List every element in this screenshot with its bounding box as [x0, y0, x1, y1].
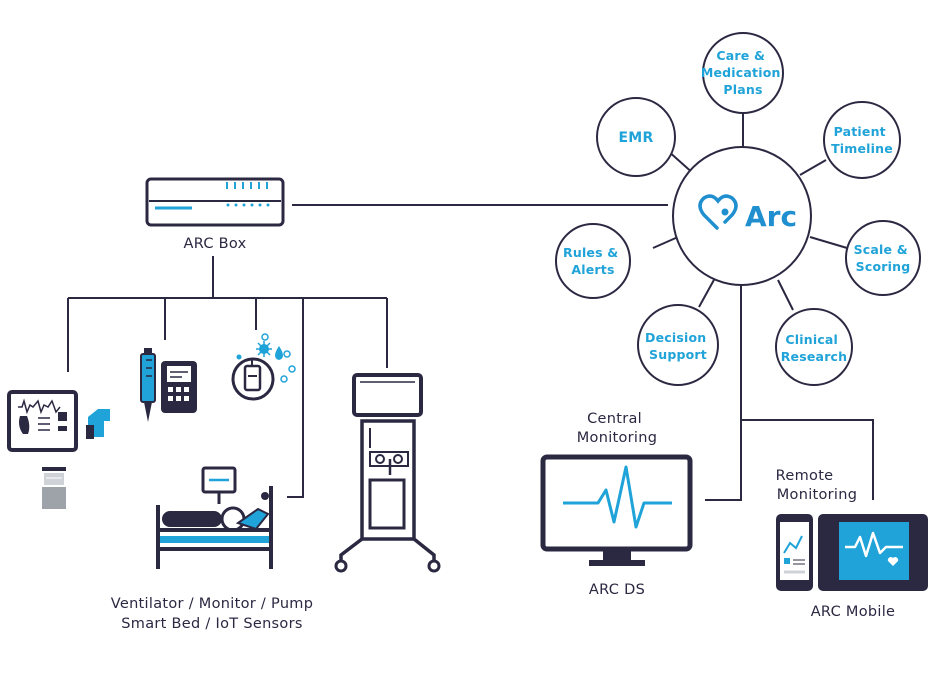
svg-text:Clinical Research: Clinical Research [781, 332, 848, 364]
node-scale-scoring: Scale & Scoring [845, 220, 921, 296]
arc-box-label: ARC Box [183, 236, 246, 252]
remote-monitoring-label-line2: Monitoring [777, 487, 858, 503]
mobile-devices-icon [776, 514, 928, 591]
decision-support-line1: Decision [645, 330, 706, 345]
care-plans-line2: Medication [701, 65, 781, 80]
devices-label-line1: Ventilator / Monitor / Pump [111, 596, 313, 612]
node-rules-alerts: Rules & Alerts [555, 223, 631, 299]
node-emr: EMR [596, 97, 676, 177]
central-monitoring-label-line2: Monitoring [577, 430, 658, 446]
connector-to-bed [287, 298, 304, 498]
scale-scoring-line1: Scale & [854, 242, 908, 257]
devices-label-line2: Smart Bed / IoT Sensors [121, 616, 302, 632]
svg-text:Scale & Scoring: Scale & Scoring [854, 242, 913, 274]
patient-timeline-line1: Patient [834, 124, 886, 139]
care-plans-line3: Plans [723, 82, 762, 97]
svg-text:Remote Monitoring: Remote Monitoring [776, 468, 858, 503]
spoke-scale-scoring [809, 236, 848, 249]
svg-text:Care & Medication: Care & Medication Plans [701, 48, 785, 97]
clinical-research-line2: Research [781, 349, 848, 364]
rules-alerts-line1: Rules & [563, 245, 618, 260]
patient-timeline-line2: Timeline [831, 141, 893, 156]
svg-text:Central Monitoring: Central Monitoring [577, 411, 658, 446]
svg-text:Rules & Alerts: Rules & Alerts [563, 245, 623, 277]
arc-mobile-label: ARC Mobile [811, 604, 896, 620]
node-decision-support: Decision Support [637, 304, 719, 386]
arc-ds-label: ARC DS [589, 582, 645, 598]
emr-line1: EMR [619, 130, 654, 146]
care-plans-line1: Care & [716, 48, 765, 63]
hub-brand-label: Arc [745, 200, 797, 233]
spoke-clinical-research [777, 279, 794, 311]
patient-monitor-icon [7, 390, 110, 509]
svg-text:Patient Timeline: Patient Timeline [831, 124, 893, 156]
network-box-icon [145, 177, 285, 227]
svg-text:Decision Support: Decision Support [645, 330, 711, 362]
central-monitoring-label-line1: Central [587, 411, 642, 427]
spoke-rules-alerts [652, 236, 679, 249]
scale-scoring-line2: Scoring [856, 259, 911, 274]
node-care-plans: Care & Medication Plans [701, 32, 785, 114]
rules-alerts-line2: Alerts [571, 262, 614, 277]
clinical-research-line1: Clinical [785, 332, 838, 347]
heart-stethoscope-icon [698, 194, 738, 230]
smart-bed-icon [156, 466, 273, 569]
connector-to-remote [741, 419, 874, 500]
infusion-pump-icon [140, 348, 197, 422]
decision-support-line2: Support [649, 347, 707, 362]
spoke-decision-support [698, 277, 716, 308]
connector-hub-to-monitoring [705, 286, 742, 501]
spoke-patient-timeline [799, 159, 827, 176]
connector-lines [67, 113, 874, 501]
node-patient-timeline: Patient Timeline [823, 101, 901, 179]
arc-box-device: ARC Box [145, 177, 285, 252]
remote-monitoring-label-line1: Remote [776, 468, 834, 484]
ventilator-cart-icon [334, 373, 441, 573]
central-monitor-icon [540, 454, 693, 566]
iot-sensor-icon [231, 333, 296, 401]
node-clinical-research: Clinical Research [775, 308, 853, 386]
arc-hub: Arc [672, 146, 812, 286]
